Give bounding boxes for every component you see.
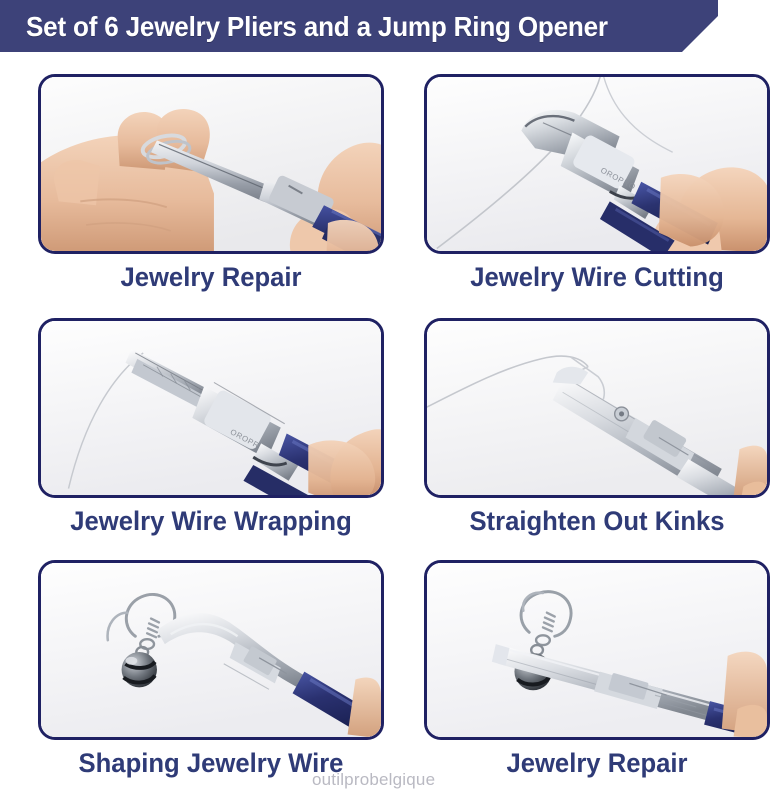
card-caption: Jewelry Wire Wrapping xyxy=(70,506,352,536)
card-caption: Straighten Out Kinks xyxy=(469,506,725,536)
photo-jewelry-repair-bottom xyxy=(427,563,767,737)
photo-straighten-out-kinks xyxy=(427,321,767,495)
card-caption: Jewelry Repair xyxy=(506,748,688,778)
card-caption: Jewelry Repair xyxy=(120,262,302,292)
card-image-frame xyxy=(424,318,770,498)
photo-jewelry-repair-top xyxy=(41,77,381,251)
feature-card[interactable]: Shaping Jewelry Wire xyxy=(38,560,392,800)
feature-card-grid: Jewelry Repair xyxy=(0,56,782,799)
card-image-frame xyxy=(38,74,384,254)
card-image-frame: OROPRO xyxy=(38,318,384,498)
card-caption: Jewelry Wire Cutting xyxy=(470,262,724,292)
feature-card[interactable]: Straighten Out Kinks xyxy=(424,318,778,558)
banner-background-shape xyxy=(0,0,718,52)
card-image-frame xyxy=(38,560,384,740)
feature-card[interactable]: Jewelry Repair xyxy=(424,560,778,800)
feature-card[interactable]: OROPRO Jewelry Wire Wrapping xyxy=(38,318,392,558)
feature-card[interactable]: Jewelry Repair xyxy=(38,74,392,314)
photo-jewelry-wire-cutting: OROPRO xyxy=(427,77,767,251)
card-image-frame: OROPRO xyxy=(424,74,770,254)
photo-jewelry-wire-wrapping: OROPRO xyxy=(41,321,381,495)
header-banner: Set of 6 Jewelry Pliers and a Jump Ring … xyxy=(0,0,782,56)
feature-card[interactable]: OROPRO Jewelry Wire Cutting xyxy=(424,74,778,314)
card-caption: Shaping Jewelry Wire xyxy=(78,748,344,778)
photo-shaping-jewelry-wire xyxy=(41,563,381,737)
page-title: Set of 6 Jewelry Pliers and a Jump Ring … xyxy=(26,11,608,42)
card-image-frame xyxy=(424,560,770,740)
